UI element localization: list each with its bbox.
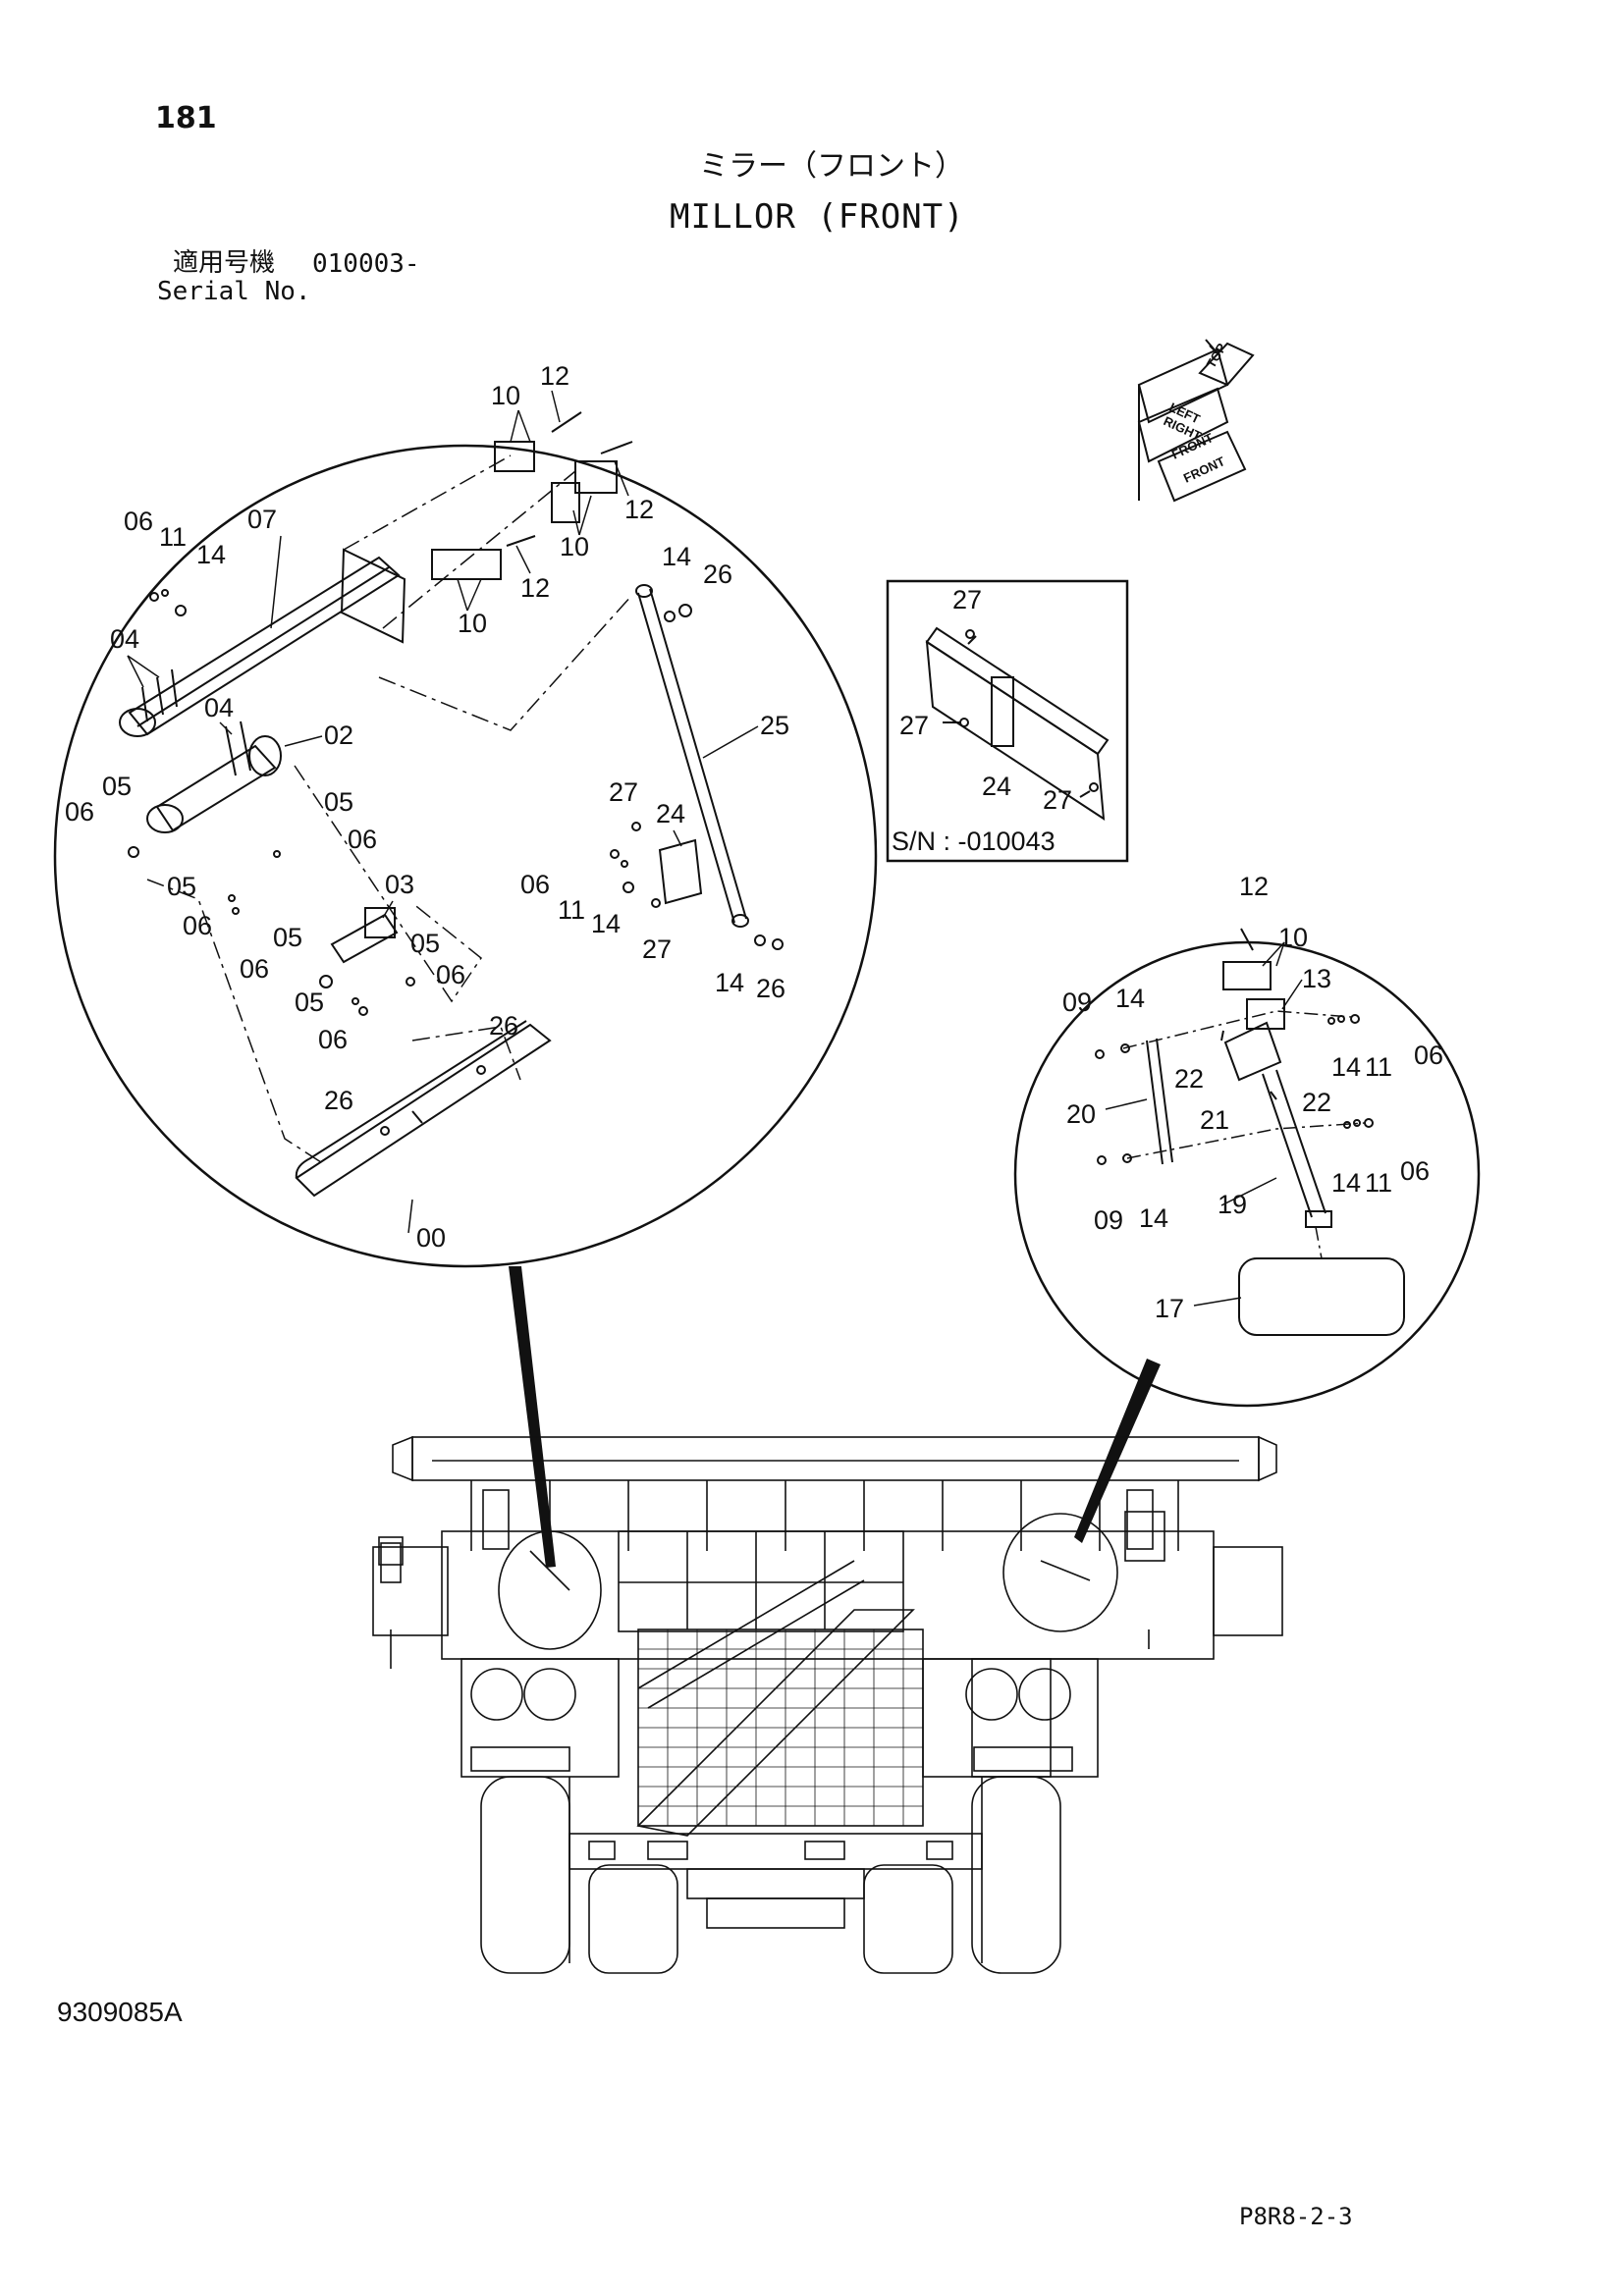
- callout-number: 05: [167, 872, 196, 901]
- callout-number: 11: [1365, 1168, 1392, 1198]
- inset-frame: [886, 579, 1129, 863]
- callout-number: 11: [159, 522, 187, 552]
- callout-number: 06: [240, 954, 269, 984]
- callout-number: 11: [1365, 1052, 1392, 1082]
- callout-number: 11: [558, 895, 585, 925]
- callout-number: 05: [102, 772, 132, 801]
- callout-number: 05: [410, 929, 440, 958]
- callout-number: 02: [324, 721, 353, 750]
- page-number: 181: [155, 101, 217, 135]
- serial-label-japanese: 適用号機: [173, 248, 276, 278]
- callout-number: 25: [760, 711, 789, 740]
- callout-number: 03: [385, 870, 414, 899]
- serial-value: 010003-: [312, 249, 420, 279]
- left-detail-circle: [53, 444, 878, 1268]
- truck-front-view: [372, 1435, 1283, 1974]
- callout-number: 09: [1062, 988, 1092, 1017]
- callout-number: 04: [204, 693, 234, 722]
- callout-number: 12: [624, 495, 654, 524]
- title-english: MILLOR (FRONT): [670, 197, 965, 237]
- callout-number: 06: [348, 825, 377, 854]
- callout-number: 26: [489, 1011, 518, 1041]
- callout-number: 14: [715, 968, 744, 997]
- callout-number: 24: [656, 799, 685, 828]
- callout-number: 20: [1066, 1099, 1096, 1129]
- callout-number: 14: [196, 540, 226, 569]
- callout-number: 05: [295, 988, 324, 1017]
- orientation-labels: TOP LEFT RIGHT FRONT FRONT: [1162, 341, 1229, 486]
- callout-number: 04: [110, 624, 139, 654]
- callout-number: 14: [1139, 1203, 1168, 1233]
- left-callout-leaders: [127, 390, 759, 1234]
- callout-number: 12: [540, 361, 569, 391]
- inset-callouts: 27 27 24 27: [899, 585, 1072, 815]
- page-code: P8R8-2-3: [1239, 2203, 1353, 2230]
- callout-number: 05: [324, 787, 353, 817]
- callout-number: 06: [65, 797, 94, 827]
- title-japanese: ミラー（フロント）: [699, 149, 964, 184]
- callout-number: 21: [1200, 1105, 1229, 1135]
- assembly-dash-lines: [146, 454, 633, 1165]
- callout-number: 00: [416, 1223, 446, 1253]
- callout-number: 27: [609, 777, 638, 807]
- callout-number: 06: [124, 507, 153, 536]
- callout-number: 06: [183, 911, 212, 940]
- callout-number: 07: [247, 505, 277, 534]
- callout-number: 10: [560, 532, 589, 561]
- callout-number: 17: [1155, 1294, 1184, 1323]
- callout-number: 13: [1302, 964, 1331, 993]
- callout-number: 14: [1331, 1052, 1361, 1082]
- callout-number: 14: [662, 542, 691, 571]
- inset-parts: [925, 626, 1110, 821]
- inset-serial-note: S/N : -010043: [892, 827, 1056, 856]
- callout-number: 26: [324, 1086, 353, 1115]
- orientation-cube: [1137, 339, 1255, 503]
- callout-number: 10: [491, 381, 520, 410]
- callout-number: 27: [642, 934, 672, 964]
- callout-number: 06: [520, 870, 550, 899]
- callout-number: 06: [318, 1025, 348, 1054]
- callout-number: 24: [982, 772, 1011, 801]
- callout-number: 27: [952, 585, 982, 614]
- drawing-number: 9309085A: [57, 1997, 183, 2027]
- serial-label-english: Serial No.: [157, 277, 311, 306]
- callout-number: 22: [1302, 1088, 1331, 1117]
- callout-number: 26: [756, 974, 785, 1003]
- callout-number: 06: [1400, 1156, 1430, 1186]
- callout-number: 12: [1239, 872, 1269, 901]
- right-detail-circle: [1013, 940, 1481, 1408]
- callout-number: 10: [458, 609, 487, 638]
- callout-number: 12: [520, 573, 550, 603]
- callout-number: 14: [1331, 1168, 1361, 1198]
- callout-number: 14: [591, 909, 621, 938]
- callout-number: 09: [1094, 1205, 1123, 1235]
- callout-number: 22: [1174, 1064, 1204, 1094]
- left-leader-wedge: [509, 1266, 556, 1568]
- callout-number: 14: [1115, 984, 1145, 1013]
- callout-number: 26: [703, 560, 732, 589]
- callout-number: 06: [436, 960, 465, 989]
- callout-number: 27: [1043, 785, 1072, 815]
- callout-number: 05: [273, 923, 302, 952]
- right-leader-wedge: [1074, 1359, 1161, 1543]
- left-detail-parts: [119, 411, 784, 1198]
- callout-number: 27: [899, 711, 929, 740]
- callout-number: 06: [1414, 1041, 1443, 1070]
